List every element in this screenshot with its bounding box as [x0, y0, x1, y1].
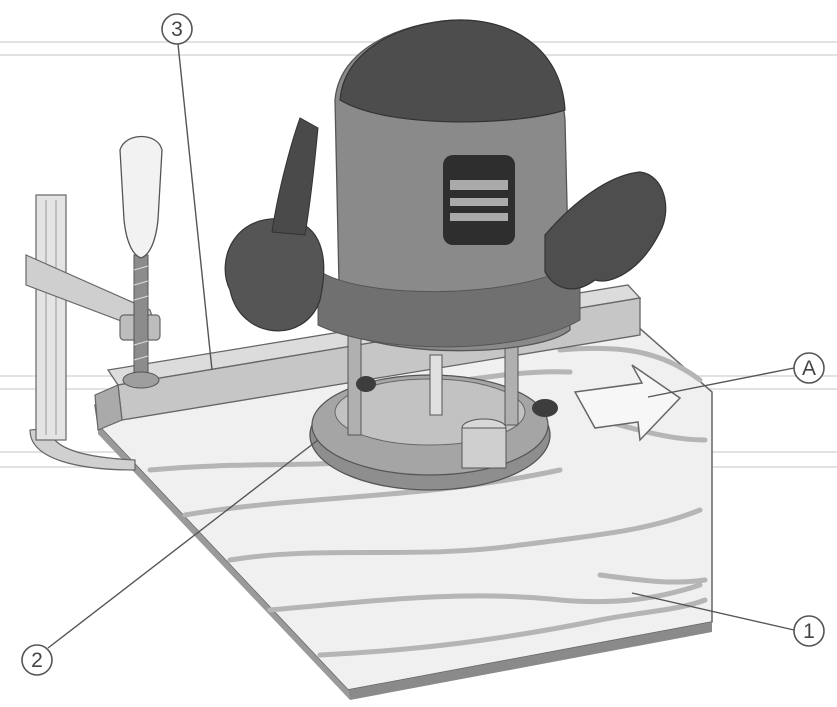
callout-3: 3	[162, 14, 192, 44]
callout-2-label: 2	[31, 649, 43, 672]
callout-1-label: 1	[803, 620, 815, 643]
callout-A-label: A	[802, 357, 816, 380]
clamp-handle	[120, 137, 162, 259]
callout-2: 2	[22, 645, 52, 675]
callout-A: A	[794, 353, 824, 383]
callout-1: 1	[794, 616, 824, 646]
callout-3-label: 3	[171, 18, 183, 41]
